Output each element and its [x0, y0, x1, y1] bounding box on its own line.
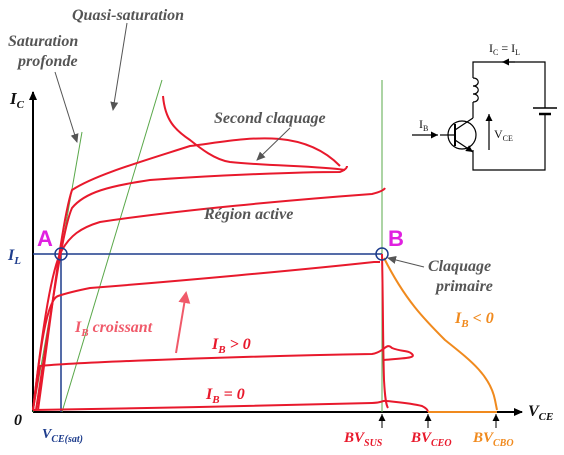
- inductor-coil: [472, 77, 479, 103]
- il-label: IL: [7, 247, 21, 267]
- circuit-wire-top: [472, 61, 546, 108]
- circuit-ic-label: IC = IL: [489, 41, 520, 57]
- curve-ib-negative: [383, 257, 498, 411]
- point-a-marker: [54, 247, 68, 261]
- curve-ib-high: [35, 165, 348, 411]
- x-axis-label: VCE: [528, 403, 553, 423]
- curve-primary-breakdown: [381, 253, 389, 409]
- point-b-marker: [375, 247, 389, 261]
- vce-sat-tick-label: VCE(sat): [42, 427, 83, 445]
- claquage-label-line2: primaire: [434, 278, 493, 295]
- point-a-label: A: [37, 226, 53, 251]
- quasi-saturation-line: [61, 79, 163, 413]
- second-claquage-arrow: [256, 127, 291, 161]
- circuit-ib-label: IB: [419, 117, 428, 133]
- point-b-label: B: [388, 226, 404, 251]
- ib-positive-label: IB > 0: [211, 336, 251, 356]
- circuit-schematic: [412, 58, 557, 171]
- bv-cbo-tick-label: BVCBO: [472, 430, 514, 449]
- claquage-primaire-arrow: [387, 256, 425, 268]
- circuit-vce-label: VCE: [494, 127, 513, 143]
- transistor-collector-lead: [454, 117, 474, 131]
- circuit-wire-return: [472, 114, 546, 171]
- ib-zero-label: IB = 0: [205, 386, 245, 406]
- saturation-arrow: [54, 71, 79, 143]
- y-axis-label: IC: [9, 89, 25, 111]
- ib-negative-label: IB < 0: [454, 310, 494, 330]
- curve-ib-zero: [32, 399, 429, 413]
- quasi-saturation-arrow: [110, 22, 128, 111]
- origin-label: 0: [14, 412, 22, 429]
- region-active-label: Région active: [203, 206, 293, 223]
- transistor-emitter-lead: [454, 139, 474, 153]
- ib-croissant-label: IB croissant: [74, 319, 153, 339]
- quasi-saturation-label: Quasi-saturation: [72, 7, 184, 24]
- curve-ib-a: [32, 187, 386, 411]
- saturation-label-line1: Saturation: [8, 33, 78, 50]
- saturation-label-line2: profonde: [16, 53, 78, 70]
- curve-ib-max: [37, 137, 341, 411]
- ib-croissant-arrow: [175, 291, 191, 354]
- second-claquage-label: Second claquage: [214, 110, 326, 127]
- bv-ceo-tick-label: BVCEO: [410, 430, 452, 449]
- bv-sus-tick-label: BVSUS: [343, 430, 383, 449]
- curve-second-breakdown: [162, 95, 346, 171]
- claquage-label-line1: Claquage: [428, 258, 491, 275]
